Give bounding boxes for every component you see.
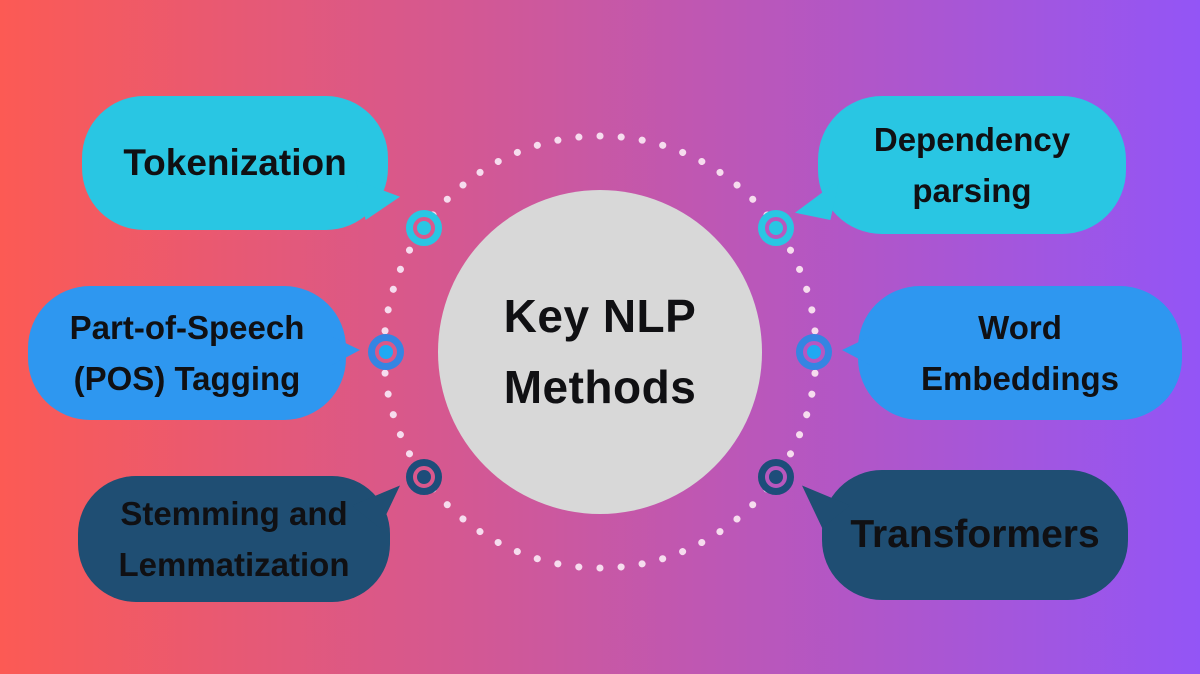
bubble-label-line: Lemmatization (118, 546, 350, 583)
bubble-word-embeddings: Word Embeddings (858, 286, 1182, 420)
bubble-label-line: (POS) Tagging (73, 360, 301, 397)
bubble-label-line: Stemming and (120, 494, 348, 532)
center-circle: Key NLP Methods (438, 190, 762, 514)
bubble-dependency-parsing: Dependency parsing (818, 96, 1126, 234)
bubble-label-line: Tokenization (123, 142, 347, 184)
bubble-label-line: parsing (912, 172, 1032, 209)
bubble-label-line: Word (978, 308, 1062, 346)
bullseye-dot (769, 470, 783, 484)
bubble-tokenization: Tokenization (82, 96, 388, 230)
bullseye-icon-tokenization (406, 210, 442, 246)
bubble-pos-tagging: Part-of-Speech (POS) Tagging (28, 286, 346, 420)
bullseye-icon-transformers (758, 459, 794, 495)
bullseye-icon-word-embeddings (796, 334, 832, 370)
bullseye-dot (379, 345, 393, 359)
bullseye-dot (417, 221, 431, 235)
bubble-label-line: Embeddings (920, 360, 1120, 397)
bullseye-dot (807, 345, 821, 359)
diagram-title-line-2: Methods (503, 361, 697, 413)
bullseye-dot (417, 470, 431, 484)
bubble-label-line: Dependency (873, 120, 1071, 158)
bullseye-dot (769, 221, 783, 235)
bubble-label-line: Part-of-Speech (69, 308, 305, 346)
bullseye-icon-stemming (406, 459, 442, 495)
diagram-title-line-1: Key NLP (503, 289, 697, 342)
bubble-label-line: Transformers (850, 512, 1100, 556)
bubble-stemming-lemmatization: Stemming and Lemmatization (78, 476, 390, 602)
bullseye-icon-pos-tagging (368, 334, 404, 370)
bubble-transformers: Transformers (822, 470, 1128, 600)
bullseye-icon-dependency (758, 210, 794, 246)
